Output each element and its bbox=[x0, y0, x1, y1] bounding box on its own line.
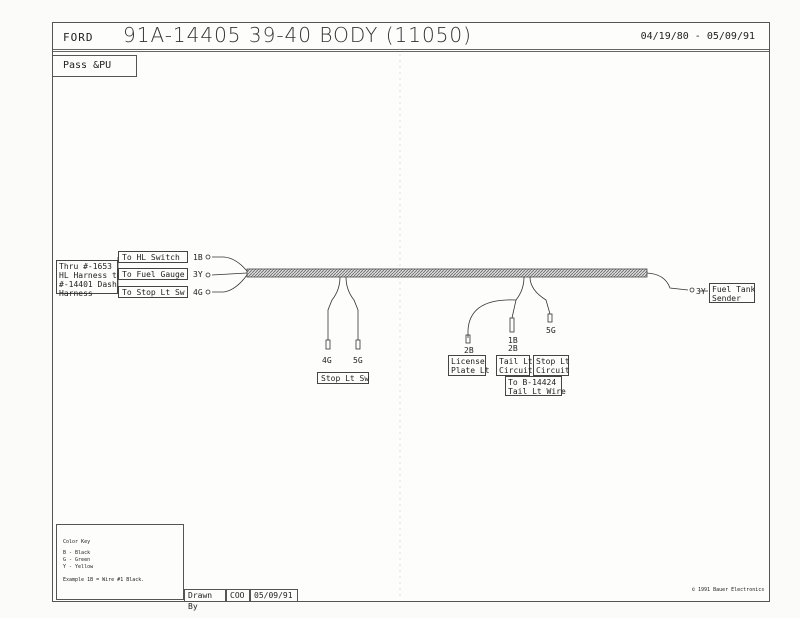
branch-fuel-gauge: To Fuel Gauge bbox=[118, 268, 188, 280]
date-range: 04/19/80 - 05/09/91 bbox=[640, 31, 755, 42]
part-title: 91A-14405 39-40 BODY (11050) bbox=[123, 23, 472, 47]
copyright-notice: © 1991 Bauer Electronics bbox=[692, 587, 765, 593]
tail-line-1: Tail Lt bbox=[499, 357, 533, 366]
license-line-1: License bbox=[451, 357, 485, 366]
color-key-black: B - Black bbox=[63, 550, 91, 556]
title-bar: FORD 91A-14405 39-40 BODY (11050) 04/19/… bbox=[53, 23, 769, 52]
license-wire-label: 2B bbox=[464, 346, 474, 355]
stop-sw-terminal-5g bbox=[355, 339, 361, 350]
stop-circuit-line-2: Circuit bbox=[536, 366, 570, 375]
source-line-1: Thru #-1653 bbox=[59, 262, 112, 271]
license-plate-lt-box: License Plate Lt bbox=[448, 355, 490, 376]
source-line-2: HL Harness to bbox=[59, 271, 122, 280]
vehicle-make: FORD bbox=[63, 31, 94, 44]
tail-lt-circuit-box: Tail Lt Circuit bbox=[496, 355, 533, 376]
stop-sw-wire-4g: 4G bbox=[322, 356, 332, 365]
application-box: Pass &PU bbox=[53, 55, 137, 77]
main-harness bbox=[246, 268, 648, 278]
wire-label-1b: 1B bbox=[193, 253, 203, 262]
terminal-3y bbox=[205, 272, 211, 278]
wire-1b bbox=[212, 256, 248, 272]
color-key-green: G - Green bbox=[63, 557, 91, 563]
stop-lt-sw-box: Stop Lt Sw bbox=[317, 372, 369, 384]
source-harness-box: Thru #-1653 HL Harness to #-14401 Dash H… bbox=[56, 260, 122, 298]
to-harness-line-2: Tail Lt Wire bbox=[508, 387, 566, 396]
branch-hl-switch: To HL Switch bbox=[118, 251, 188, 263]
wire-label-3y: 3Y bbox=[193, 270, 203, 279]
rear-branch-stop bbox=[529, 276, 551, 315]
terminal-1b bbox=[205, 254, 211, 260]
stop-sw-branch-a bbox=[327, 276, 341, 340]
stop-sw-branch-b bbox=[345, 276, 359, 340]
color-key-example: Example 1B = Wire #1 Black. bbox=[63, 577, 145, 583]
stop-circuit-wire-label: 5G bbox=[546, 326, 556, 335]
fuel-sender-terminal bbox=[689, 287, 695, 293]
color-key: Color Key B - Black G - Green Y - Yellow… bbox=[56, 524, 184, 600]
branch-hl-switch-label: To HL Switch bbox=[122, 253, 180, 262]
stop-circuit-terminal bbox=[547, 313, 553, 323]
color-key-yellow: Y - Yellow bbox=[63, 564, 94, 570]
tail-terminal bbox=[509, 317, 515, 333]
wire-label-4g: 4G bbox=[193, 288, 203, 297]
stop-lt-sw-label: Stop Lt Sw bbox=[321, 374, 370, 383]
stop-circuit-line-1: Stop Lt bbox=[536, 357, 570, 366]
to-tail-lt-wire-box: To B-14424 Tail Lt Wire bbox=[505, 376, 566, 396]
branch-stop-lt-sw: To Stop Lt Sw bbox=[118, 286, 188, 298]
fuel-sender-wire-label: 3Y bbox=[696, 287, 706, 296]
color-key-title: Color Key bbox=[63, 539, 91, 545]
stop-sw-terminal-4g bbox=[325, 339, 331, 350]
license-line-2: Plate Lt bbox=[451, 366, 490, 375]
stop-lt-circuit-box: Stop Lt Circuit bbox=[533, 355, 570, 376]
fuel-tank-sender-box: Fuel Tank Sender bbox=[709, 283, 755, 303]
rear-branch-main bbox=[511, 276, 525, 319]
license-terminal bbox=[465, 334, 471, 344]
tail-wire-label-b: 2B bbox=[508, 344, 518, 353]
branch-stop-lt-sw-label: To Stop Lt Sw bbox=[122, 288, 185, 297]
stop-sw-wire-5g: 5G bbox=[353, 356, 363, 365]
drawn-by-initials: COO bbox=[226, 589, 250, 602]
wire-3y bbox=[211, 272, 248, 276]
terminal-4g bbox=[205, 289, 211, 295]
branch-fuel-gauge-label: To Fuel Gauge bbox=[122, 270, 185, 279]
drawing-sheet: FORD 91A-14405 39-40 BODY (11050) 04/19/… bbox=[52, 22, 770, 602]
wire-4g bbox=[212, 274, 248, 293]
fuel-sender-line-1: Fuel Tank bbox=[712, 285, 756, 294]
source-line-4: Harness bbox=[59, 289, 93, 298]
tail-wire-label-a: 1B bbox=[508, 336, 518, 345]
source-line-3: #-14401 Dash bbox=[59, 280, 117, 289]
fuel-sender-wire bbox=[646, 272, 689, 291]
drawn-by-date: 05/09/91 bbox=[250, 589, 298, 602]
fuel-sender-line-2: Sender bbox=[712, 294, 741, 303]
drawn-by-label: Drawn By bbox=[184, 589, 226, 611]
tail-line-2: Circuit bbox=[499, 366, 533, 375]
rear-branch-license bbox=[467, 299, 517, 338]
to-harness-line-1: To B-14424 bbox=[508, 378, 557, 387]
